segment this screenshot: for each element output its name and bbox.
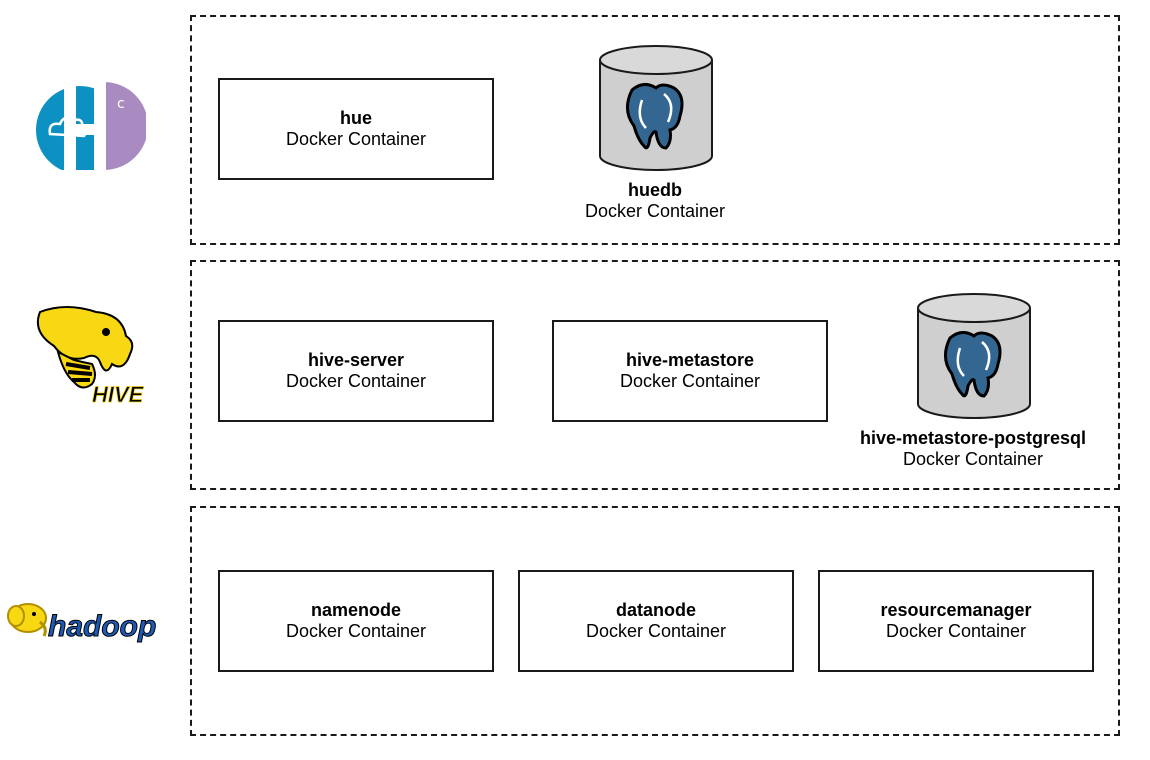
- database-type: Docker Container: [584, 201, 726, 221]
- hadoop-group: [190, 506, 1120, 736]
- container-type: Docker Container: [285, 371, 427, 391]
- container-name: datanode: [615, 600, 696, 620]
- hive-metastore-container: hive-metastore Docker Container: [552, 320, 828, 422]
- namenode-container: namenode Docker Container: [218, 570, 494, 672]
- database-name: hive-metastore-postgresql: [859, 428, 1087, 448]
- container-name: hive-metastore: [625, 350, 755, 370]
- container-type: Docker Container: [585, 621, 727, 641]
- hive-metastore-postgresql-label: hive-metastore-postgresql Docker Contain…: [838, 428, 1108, 470]
- hue-container: hue Docker Container: [218, 78, 494, 180]
- container-name: hive-server: [307, 350, 405, 370]
- datanode-container: datanode Docker Container: [518, 570, 794, 672]
- hadoop-logo-icon: hadoop: [7, 603, 157, 644]
- database-type: Docker Container: [902, 449, 1044, 469]
- resourcemanager-container: resourcemanager Docker Container: [818, 570, 1094, 672]
- hive-group: [190, 260, 1120, 490]
- hive-server-container: hive-server Docker Container: [218, 320, 494, 422]
- hue-logo-icon: c: [28, 78, 146, 174]
- container-name: hue: [339, 108, 372, 128]
- hive-logo-icon: HIVE: [36, 306, 145, 406]
- hive-logo-text: HIVE: [92, 382, 145, 406]
- container-name: resourcemanager: [880, 600, 1032, 620]
- hue-group: [190, 15, 1120, 245]
- postgres-database-icon: [917, 293, 1031, 419]
- container-type: Docker Container: [285, 621, 427, 641]
- huedb-label: huedb Docker Container: [555, 180, 755, 222]
- container-type: Docker Container: [619, 371, 761, 391]
- container-name: namenode: [310, 600, 402, 620]
- database-name: huedb: [628, 180, 682, 200]
- container-type: Docker Container: [885, 621, 1027, 641]
- postgres-database-icon: [599, 45, 713, 171]
- container-type: Docker Container: [285, 129, 427, 149]
- hadoop-logo-text: hadoop: [48, 610, 156, 643]
- svg-text:c: c: [117, 96, 125, 112]
